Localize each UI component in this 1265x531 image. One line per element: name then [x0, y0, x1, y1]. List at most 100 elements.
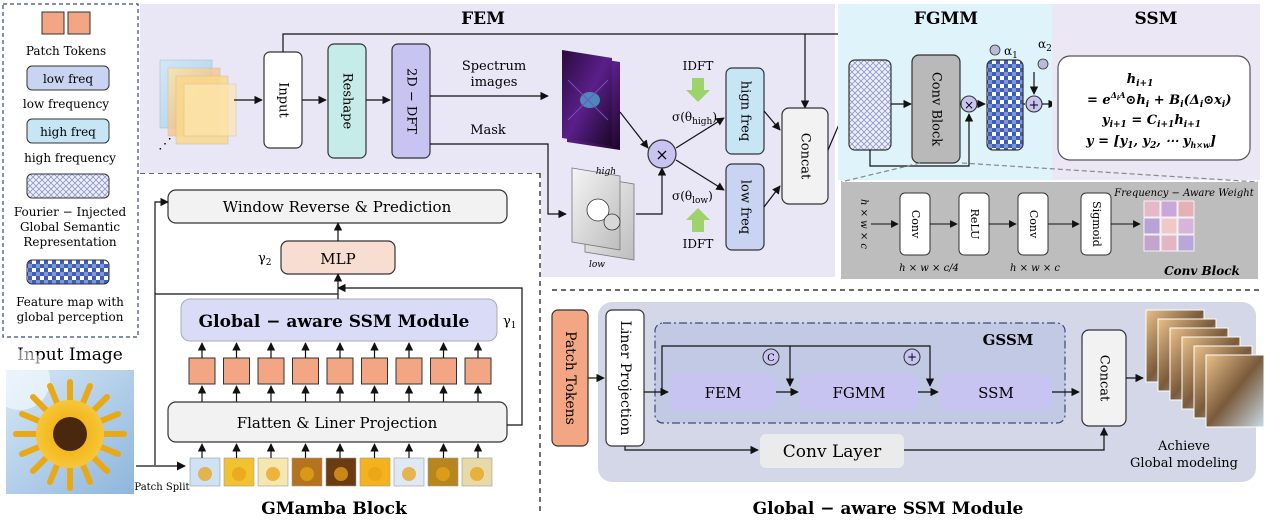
weight-cell: [1177, 200, 1195, 218]
weight-cell: [1177, 217, 1195, 235]
patch-token: [257, 357, 285, 385]
ssm-eq-line1: hi+1: [1127, 72, 1154, 89]
spectrum-label-line2: images: [471, 75, 518, 90]
legend-feature-line1: Feature map with: [16, 295, 124, 309]
mlp-label: MLP: [320, 250, 355, 268]
gssm-add-symbol: +: [907, 350, 917, 364]
gmamba-title: GMamba Block: [261, 499, 408, 519]
fgmm-add-symbol: +: [1029, 98, 1040, 113]
patch-token: [188, 357, 216, 385]
zoom-line-right: [961, 162, 1259, 183]
fgmm-conv-block-box: [911, 54, 961, 164]
patch-token: [361, 357, 388, 385]
legend-frame: [2, 3, 139, 338]
arrow-to-low-freq: [675, 159, 725, 191]
sigma-low-label: σ(θlow): [672, 189, 713, 206]
legend-patch-token-2: [67, 11, 91, 35]
skip-line-upper: [154, 197, 169, 294]
weight-cell: [1143, 200, 1161, 218]
conv-block-detail-title: Conv Block: [1164, 264, 1240, 278]
legend-high-frequency-label: high frequency: [24, 151, 116, 165]
idft-bottom-label: IDFT: [683, 237, 714, 251]
frequency-aware-weight-grid: [1143, 200, 1195, 252]
gamma1-residual-line: [337, 283, 523, 426]
arrow-low-to-concat: [763, 185, 781, 208]
mask-low-label: low: [589, 260, 605, 270]
weight-cell: [1160, 200, 1178, 218]
input-image: [0, 350, 134, 494]
sigmoid-label: Sigmoid: [1090, 201, 1103, 247]
gssm-concat-node: [762, 348, 780, 366]
legend-high-freq-box-label: high freq: [40, 125, 96, 139]
fem-title: FEM: [461, 9, 505, 29]
fgmm-fourier-feature: [848, 59, 892, 151]
patch-tile-flower: [266, 467, 280, 481]
multiply-node: [647, 139, 677, 169]
ssm-eq-line3: yi+1 = Ci+1hi+1: [1101, 113, 1201, 130]
conv1-label: Conv: [909, 210, 922, 239]
svg-text:⋰: ⋰: [158, 136, 172, 152]
conv2-label: Conv: [1027, 210, 1040, 239]
gssm-title: GSSM: [983, 331, 1034, 349]
conv-layer-box: [760, 434, 904, 468]
legend-high-freq-box: [26, 118, 110, 144]
weight-cell: [1177, 234, 1195, 252]
patch-tile-flower: [334, 467, 348, 481]
patch-split-label: Patch Split: [134, 482, 189, 493]
fgmm-multiply-symbol: ×: [964, 98, 974, 112]
patch-tile-flower: [198, 467, 212, 481]
patch-tile-flower: [300, 467, 314, 481]
mask-high-label: high: [596, 167, 616, 177]
conv-input-dim: h × w × c: [858, 199, 869, 249]
legend-patch-tokens-label: Patch Tokens: [26, 44, 106, 58]
fgmm-conv-block-label: Conv Block: [929, 72, 944, 146]
legend-patch-token-1: [41, 11, 65, 35]
ssm-eq-line4: y = [y1, y2, ⋯ yh×w]: [1085, 134, 1216, 151]
achieve-line2: Global modeling: [1130, 456, 1238, 471]
reshape-box: [327, 43, 367, 159]
flatten-projection-label: Flatten & Liner Projection: [237, 414, 438, 432]
legend-feature-swatch: [26, 259, 110, 285]
module-ssm-label: SSM: [978, 384, 1014, 402]
weight-cell: [1160, 217, 1178, 235]
legend-low-freq-box: [26, 65, 110, 91]
global-ssm-module-box: [180, 298, 498, 342]
gamma1-label: γ1: [503, 314, 517, 331]
patch-token: [430, 357, 457, 385]
legend-fourier-line3: Representation: [23, 235, 117, 249]
zoom-line-left: [840, 162, 921, 183]
ssm-title: SSM: [1135, 9, 1178, 29]
low-freq-label: low freq: [738, 180, 753, 234]
mask-image: [571, 167, 635, 261]
freq-weight-label: Frequency − Aware Weight: [1113, 188, 1254, 199]
token-row: [188, 342, 492, 458]
module-patch-tokens-label: Patch Tokens: [562, 331, 578, 425]
fem-concat-box: [781, 107, 829, 205]
arrow-convlayer-to-concat: [904, 427, 1109, 451]
dft-box: [391, 43, 431, 159]
module-ssm-box: [940, 374, 1052, 410]
legend-low-freq-box-label: low freq: [43, 72, 93, 86]
output-feature-stack: [1145, 309, 1265, 428]
idft-bottom-arrow: [686, 208, 710, 232]
patch-token: [223, 357, 250, 385]
window-reverse-label: Window Reverse & Prediction: [223, 198, 452, 216]
flatten-projection-box: [167, 401, 508, 443]
gssm-bypass-line: [661, 345, 935, 392]
patch-tile-flower: [436, 467, 450, 481]
module-fgmm-label: FGMM: [832, 384, 885, 402]
dft-label: 2D − DFT: [404, 68, 419, 134]
global-ssm-module-label: Global − aware SSM Module: [199, 312, 470, 332]
spectrum-image: [562, 50, 620, 150]
conv-dim1: h × w × c/4: [899, 263, 959, 274]
multiply-symbol: ×: [655, 145, 668, 164]
alpha2-dot: [1037, 58, 1049, 70]
reshape-label: Reshape: [340, 73, 355, 130]
global-module-title: Global − aware SSM Module: [753, 499, 1024, 519]
patch-strip: [189, 457, 493, 487]
arrow-high-to-concat: [763, 110, 781, 131]
fgmm-feature-map: [986, 59, 1024, 151]
fem-panel: [140, 4, 835, 173]
